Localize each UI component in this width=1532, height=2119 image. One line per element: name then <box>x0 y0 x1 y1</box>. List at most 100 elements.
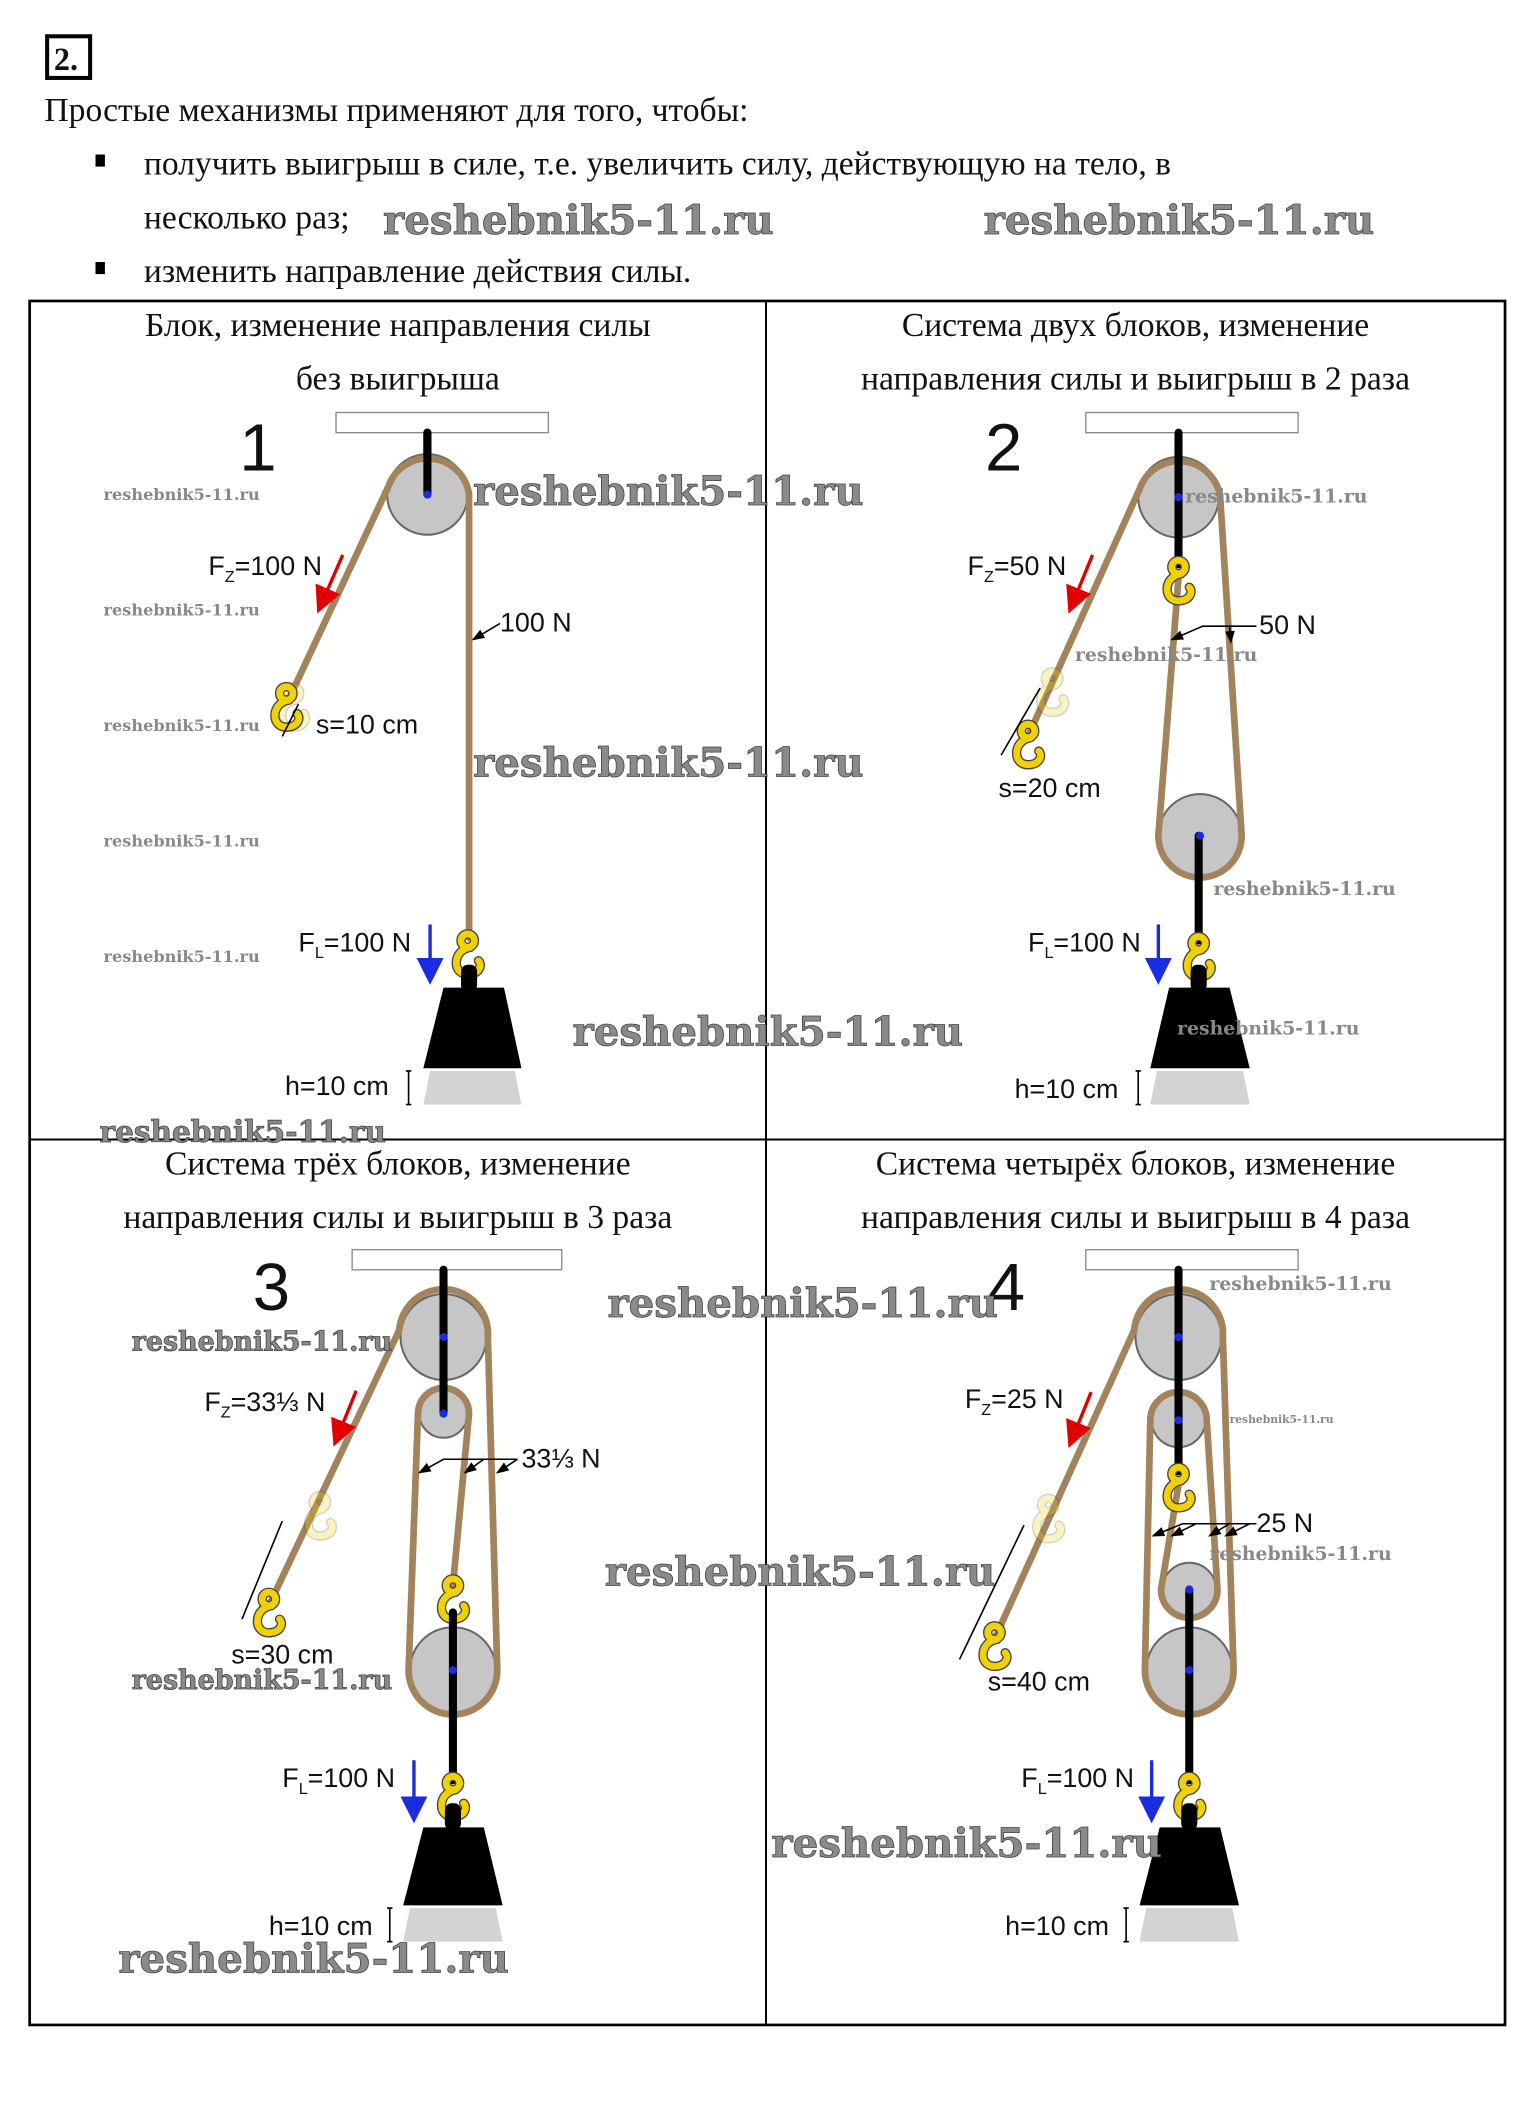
panel-3-diagram: 3 FZ=33⅓ N 33⅓ N s=30 cm FL=100 N h=10 c… <box>204 1248 601 1943</box>
watermark: reshebnik5-11.ru <box>104 716 260 735</box>
pull-force-label: FZ=50 N <box>968 551 1067 586</box>
table-border <box>28 299 1507 2027</box>
watermark: reshebnik5-11.ru <box>605 1548 996 1596</box>
weight-ghost <box>1139 1908 1239 1942</box>
watermarks: reshebnik5-11.ru reshebnik5-11.ru resheb… <box>99 467 1396 1983</box>
rope <box>1024 457 1246 881</box>
bullet-1-line2: несколько раз; <box>144 199 350 236</box>
watermark: reshebnik5-11.ru <box>104 832 260 851</box>
height-label: h=10 cm <box>269 1911 373 1941</box>
panel-1-diagram: 1 FZ=100 N 100 N s=10 cm FL=100 N h=10 c… <box>208 410 572 1106</box>
task-number: 2. <box>54 41 78 77</box>
height-marker <box>387 1907 393 1943</box>
watermark: reshebnik5-11.ru <box>100 1114 386 1149</box>
panel-2-title-line1: Система двух блоков, изменение <box>902 307 1369 344</box>
distance-marker <box>1000 687 1041 756</box>
pull-force-arrow <box>1066 554 1095 614</box>
watermark: reshebnik5-11.ru <box>383 196 774 244</box>
watermark: reshebnik5-11.ru <box>607 1279 998 1327</box>
pull-force-arrow <box>331 1390 358 1447</box>
panel-number: 3 <box>253 1250 290 1325</box>
panel-number: 1 <box>239 410 276 485</box>
rope-force-label: 50 N <box>1259 610 1316 640</box>
distance-marker <box>241 1520 284 1620</box>
rope <box>285 455 473 942</box>
panel-3-title-line1: Система трёх блоков, изменение <box>165 1145 631 1182</box>
watermark: reshebnik5-11.ru <box>1185 486 1368 508</box>
rope-force-arrow <box>417 1458 518 1474</box>
rope-force-arrow <box>1170 625 1257 641</box>
panel-4-title-line1: Система четырёх блоков, изменение <box>876 1145 1396 1182</box>
rope <box>991 1285 1237 1718</box>
pull-force-arrow <box>315 554 345 614</box>
panel-1-title-line2: без выигрыша <box>296 361 500 398</box>
bullet-marker <box>95 154 105 167</box>
watermark: reshebnik5-11.ru <box>1230 1413 1334 1426</box>
task-number-box <box>45 34 93 80</box>
ceiling <box>1085 411 1299 434</box>
panel-2-diagram: 2 FZ=50 N 50 N s=20 cm FL=100 N h=10 cm <box>968 410 1316 1106</box>
pull-force-arrow <box>1066 1391 1093 1449</box>
panel-4-diagram: 4 FZ=25 N 25 N s=40 cm FL=100 N h=10 cm <box>958 1248 1313 1943</box>
intro-text: Простые механизмы применяют для того, чт… <box>44 92 748 129</box>
height-marker <box>1123 1907 1129 1943</box>
weight <box>423 987 522 1069</box>
distance-label: s=30 cm <box>231 1639 333 1669</box>
height-marker <box>405 1070 412 1106</box>
rope-force-label: 33⅓ N <box>521 1443 600 1473</box>
rope-force-label: 25 N <box>1256 1508 1313 1538</box>
load-force-label: FL=100 N <box>282 1763 395 1798</box>
ceiling <box>351 1248 563 1271</box>
ceiling <box>1085 1248 1299 1271</box>
bullet-marker <box>95 262 105 275</box>
panel-3-title-line2: направления силы и выигрыш в 3 раза <box>123 1199 672 1236</box>
bullet-2-line1: изменить направление действия силы. <box>144 253 691 290</box>
watermark: reshebnik5-11.ru <box>132 1326 392 1357</box>
distance-marker <box>958 1524 1025 1660</box>
weight-ghost <box>423 1070 522 1105</box>
panel-2-title-line2: направления силы и выигрыш в 2 раза <box>861 361 1410 398</box>
weight-ghost <box>403 1908 503 1942</box>
weight <box>1150 987 1250 1069</box>
watermark: reshebnik5-11.ru <box>473 739 864 787</box>
watermark: reshebnik5-11.ru <box>104 485 260 504</box>
height-marker <box>1135 1070 1141 1106</box>
bullet-1-line1: получить выигрыш в силе, т.е. увеличить … <box>144 146 1171 183</box>
height-label: h=10 cm <box>1015 1074 1119 1104</box>
watermark: reshebnik5-11.ru <box>132 1665 392 1696</box>
pull-force-label: FZ=33⅓ N <box>204 1387 325 1422</box>
height-label: h=10 cm <box>1005 1911 1109 1941</box>
weight <box>1139 1827 1239 1906</box>
rope-force-label: 100 N <box>500 608 572 638</box>
watermark: reshebnik5-11.ru <box>984 196 1375 244</box>
panel-4-title-line2: направления силы и выигрыш в 4 раза <box>861 1199 1410 1236</box>
distance-label: s=20 cm <box>998 773 1100 803</box>
load-force-label: FL=100 N <box>1028 927 1141 962</box>
axle <box>423 490 432 499</box>
watermark: reshebnik5-11.ru <box>1075 644 1258 666</box>
watermark: reshebnik5-11.ru <box>1209 1543 1392 1565</box>
pull-force-label: FZ=100 N <box>208 551 322 586</box>
distance-marker <box>281 703 300 737</box>
pull-force-label: FZ=25 N <box>965 1384 1064 1419</box>
watermark: reshebnik5-11.ru <box>118 1935 509 1983</box>
panel-number: 4 <box>988 1250 1025 1325</box>
watermark: reshebnik5-11.ru <box>104 600 260 619</box>
weight-ghost <box>1150 1070 1250 1105</box>
height-label: h=10 cm <box>285 1071 389 1101</box>
panel-1-title-line1: Блок, изменение направления силы <box>145 307 651 344</box>
watermark: reshebnik5-11.ru <box>104 947 260 966</box>
watermark: reshebnik5-11.ru <box>771 1819 1162 1867</box>
weight <box>403 1827 503 1906</box>
load-force-label: FL=100 N <box>298 927 411 962</box>
distance-label: s=10 cm <box>316 710 418 740</box>
ceiling <box>335 411 549 434</box>
rope-force-arrow <box>1151 1522 1257 1537</box>
watermark: reshebnik5-11.ru <box>1177 1018 1360 1040</box>
panel-number: 2 <box>985 410 1022 485</box>
load-force-label: FL=100 N <box>1021 1763 1134 1798</box>
rope-force-arrow <box>471 622 501 641</box>
watermark: reshebnik5-11.ru <box>473 467 864 515</box>
watermark: reshebnik5-11.ru <box>1209 1273 1392 1295</box>
